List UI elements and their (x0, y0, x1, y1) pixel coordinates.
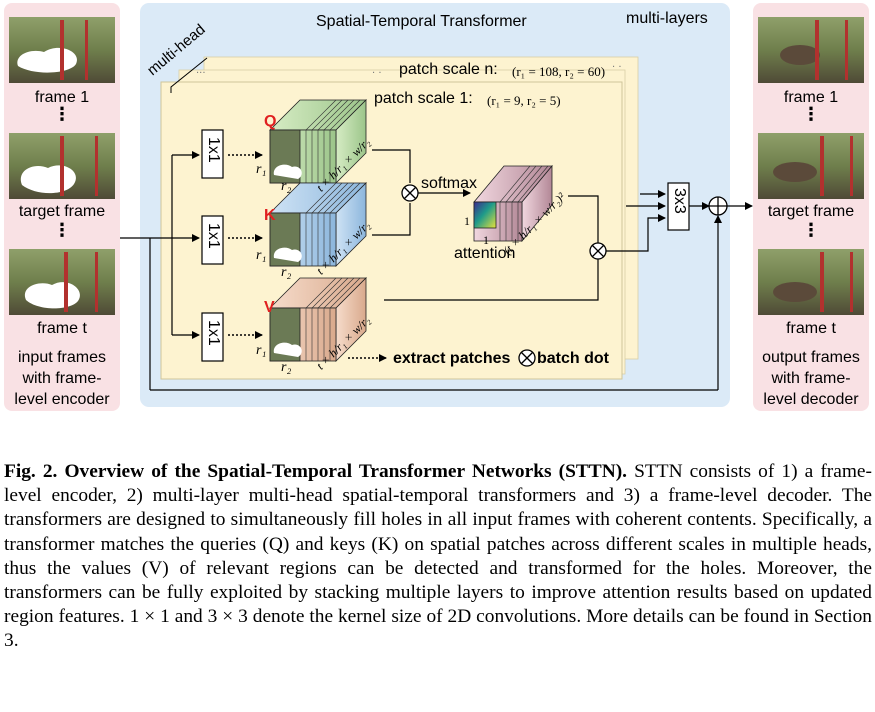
multi-layers-label: multi-layers (626, 10, 708, 27)
input-target-frame-label: target frame (18, 203, 106, 220)
v-r1: r₁ (256, 343, 267, 358)
k-r2: r₂ (281, 265, 292, 280)
legend-batch: batch dot (537, 350, 609, 367)
conv3x3-label: 3x3 (671, 188, 688, 214)
q-label: Q (264, 113, 277, 130)
figure-diagram: ··· · · · · (4, 3, 869, 411)
attention-label: attention (454, 245, 516, 262)
conv1x1-k-box (201, 215, 224, 265)
output-ellipsis-2: ⋮ (802, 220, 820, 241)
k-r1: r₁ (256, 248, 267, 263)
svg-text:· ·: · · (372, 68, 382, 79)
patch-scale-1-params: (r₁ = 9, r₂ = 5) (487, 93, 561, 108)
q-r2: r₂ (281, 179, 292, 194)
v-r2: r₂ (281, 360, 292, 375)
patch-scale-1-sheet (160, 81, 623, 380)
output-caption: output frames with frame-level decoder (762, 349, 860, 408)
conv1x1-v-label: 1x1 (205, 320, 222, 346)
q-r1: r₁ (256, 162, 267, 177)
v-cube (269, 277, 367, 362)
output-frame-1-label: frame 1 (783, 89, 839, 106)
attention-cube (473, 164, 553, 243)
patch-scale-n-label: patch scale n: (399, 61, 498, 78)
patch-scale-n-params: (r₁ = 108, r₂ = 60) (512, 64, 606, 79)
patch-scale-1-label: patch scale 1: (374, 90, 473, 107)
caption-body: STTN consists of 1) a frame-level encode… (4, 461, 872, 652)
input-ellipsis-2: ⋮ (53, 220, 71, 241)
output-frame-t-label: frame t (786, 320, 836, 337)
conv1x1-v-box (201, 312, 224, 362)
input-frame-t-label: frame t (37, 320, 87, 337)
conv1x1-q-label: 1x1 (205, 137, 222, 163)
transformer-title: Spatial-Temporal Transformer (316, 13, 527, 30)
att-one-a: 1 (464, 214, 470, 228)
conv1x1-k-label: 1x1 (205, 223, 222, 249)
softmax-label: softmax (421, 175, 478, 192)
output-thumbnails (758, 17, 864, 315)
legend-extract: extract patches (393, 350, 511, 367)
diagram-canvas: ··· · · · · (4, 3, 869, 411)
k-label: K (264, 207, 276, 224)
svg-text:· ·: · · (612, 62, 622, 73)
att-one-b: 1 (483, 233, 489, 247)
caption-title: Fig. 2. Overview of the Spatial-Temporal… (4, 461, 628, 482)
conv1x1-q-box (201, 129, 224, 179)
figure-caption: Fig. 2. Overview of the Spatial-Temporal… (4, 460, 872, 654)
input-thumbnails (9, 17, 115, 315)
output-ellipsis-1: ⋮ (802, 104, 820, 125)
k-cube (269, 182, 367, 267)
input-frame-1-label: frame 1 (34, 89, 90, 106)
v-label: V (264, 299, 275, 316)
input-ellipsis-1: ⋮ (53, 104, 71, 125)
q-cube (269, 99, 367, 184)
input-caption: input frames with frame-level encoder (14, 349, 110, 408)
output-target-frame-label: target frame (767, 203, 855, 220)
svg-text:···: ··· (196, 68, 206, 79)
